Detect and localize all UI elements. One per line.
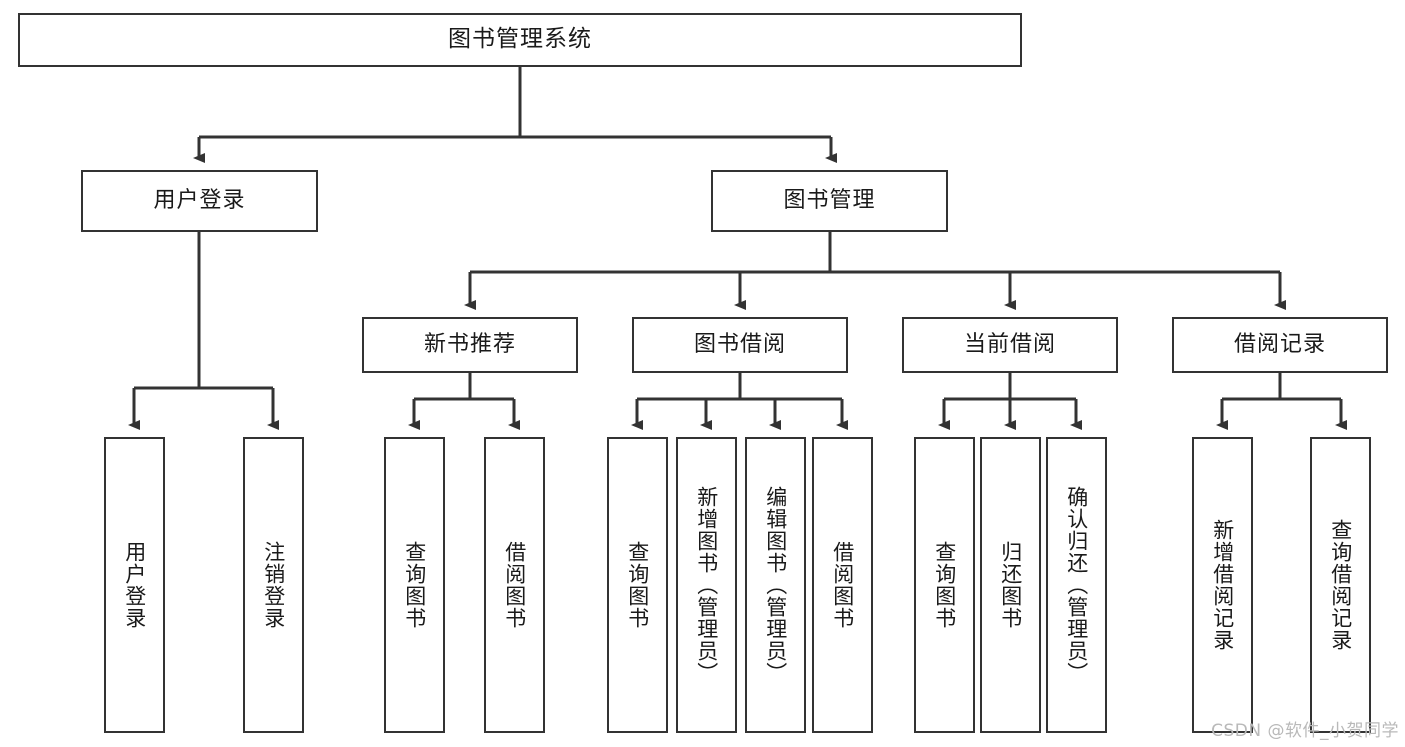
node-leaf-logout-login[interactable]: 注销登录 [243,437,304,733]
node-new-book-recommend[interactable]: 新书推荐 [362,317,578,373]
node-label: 查询图书 [625,541,650,629]
node-current-borrow[interactable]: 当前借阅 [902,317,1118,373]
node-label: 编辑图书（管理员） [763,486,788,684]
node-label: 用户登录 [153,187,246,213]
node-label: 查询借阅记录 [1328,519,1353,651]
node-leaf-query-record[interactable]: 查询借阅记录 [1310,437,1371,733]
node-label: 新增借阅记录 [1210,519,1235,651]
node-root-book-management-system[interactable]: 图书管理系统 [18,13,1022,67]
node-label: 查询图书 [932,541,957,629]
node-leaf-borrow-book-2[interactable]: 借阅图书 [812,437,873,733]
node-label: 借阅记录 [1233,331,1326,357]
node-label: 图书借阅 [693,331,786,357]
node-user-login[interactable]: 用户登录 [81,170,318,232]
node-leaf-query-book-2[interactable]: 查询图书 [607,437,668,733]
node-book-borrow[interactable]: 图书借阅 [632,317,848,373]
watermark: CSDN @软件_小贺同学 [1211,721,1399,741]
node-leaf-user-login[interactable]: 用户登录 [104,437,165,733]
node-label: 确认归还（管理员） [1064,486,1089,684]
node-label: 注销登录 [261,541,286,629]
node-leaf-query-book-3[interactable]: 查询图书 [914,437,975,733]
node-borrow-record[interactable]: 借阅记录 [1172,317,1388,373]
node-leaf-add-book[interactable]: 新增图书（管理员） [676,437,737,733]
node-label: 图书管理 [783,187,876,213]
node-label: 当前借阅 [963,331,1056,357]
node-label: 用户登录 [122,541,147,629]
node-label: 查询图书 [402,541,427,629]
node-label: 新书推荐 [423,331,516,357]
node-leaf-confirm-return[interactable]: 确认归还（管理员） [1046,437,1107,733]
node-leaf-add-record[interactable]: 新增借阅记录 [1192,437,1253,733]
node-label: 借阅图书 [502,541,527,629]
node-label: 新增图书（管理员） [694,486,719,684]
node-leaf-edit-book[interactable]: 编辑图书（管理员） [745,437,806,733]
node-label: 图书管理系统 [448,26,592,53]
node-book-management[interactable]: 图书管理 [711,170,948,232]
node-leaf-return-book[interactable]: 归还图书 [980,437,1041,733]
node-leaf-borrow-book-1[interactable]: 借阅图书 [484,437,545,733]
node-label: 归还图书 [998,541,1023,629]
node-leaf-query-book-1[interactable]: 查询图书 [384,437,445,733]
node-label: 借阅图书 [830,541,855,629]
